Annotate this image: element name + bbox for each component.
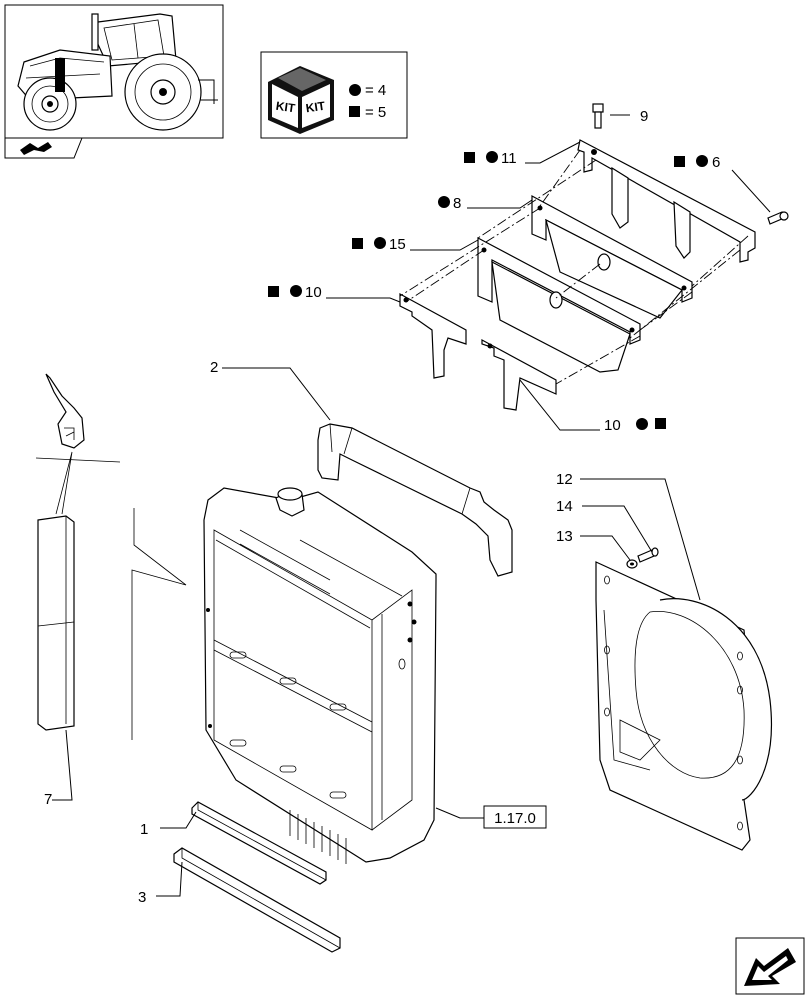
next-page-arrow-icon <box>744 948 796 986</box>
next-page-button[interactable] <box>735 937 805 995</box>
square-marker-icon <box>268 286 279 297</box>
callout-8: 8 <box>453 195 461 212</box>
callout-6: 6 <box>712 154 720 171</box>
callout-13: 13 <box>556 528 573 545</box>
square-marker-icon <box>655 418 666 429</box>
circle-marker-icon <box>374 237 386 249</box>
part-12-shroud <box>595 547 772 851</box>
part-2-seal <box>317 423 513 577</box>
part-3-bar <box>173 847 341 953</box>
callout-labels: 9 11 6 8 15 10 10 2 1 3 7 12 14 13 <box>44 108 720 906</box>
square-marker-icon <box>464 152 475 163</box>
callout-3: 3 <box>138 889 146 906</box>
part-1-bar <box>191 801 327 885</box>
square-kit-qty: = 5 <box>365 104 386 121</box>
bolt-14 <box>637 547 659 563</box>
square-marker-icon <box>352 238 363 249</box>
kit-box-icon: KIT KIT <box>268 66 334 134</box>
leader-lines <box>52 114 771 897</box>
callout-7: 7 <box>44 791 52 808</box>
callout-12: 12 <box>556 471 573 488</box>
circle-marker-icon <box>636 418 648 430</box>
tractor-icon <box>17 13 218 131</box>
callout-11: 11 <box>501 150 517 167</box>
circle-marker-icon <box>290 285 302 297</box>
part-7-strip <box>35 373 121 731</box>
callout-10-left: 10 <box>305 284 322 301</box>
circle-marker-icon <box>438 196 450 208</box>
washer-13 <box>626 559 638 569</box>
kit-word-1: KIT <box>275 99 297 116</box>
callout-1: 1 <box>140 821 148 838</box>
circle-marker-icon <box>349 84 361 96</box>
section-page-icon[interactable] <box>4 137 83 159</box>
callout-9: 9 <box>640 108 648 125</box>
callout-14: 14 <box>556 498 573 515</box>
kit-word-2: KIT <box>305 99 327 116</box>
square-marker-icon <box>674 156 685 167</box>
circle-kit-qty: = 4 <box>365 82 386 99</box>
radiator <box>131 487 437 864</box>
bracket-assembly <box>399 103 789 411</box>
reference-link[interactable]: 1.17.0 <box>483 805 547 829</box>
reference-label: 1.17.0 <box>494 810 536 827</box>
bolt-6 <box>767 211 789 225</box>
circle-marker-icon <box>696 155 708 167</box>
callout-15: 15 <box>389 236 406 253</box>
callout-10-right: 10 <box>604 417 621 434</box>
circle-marker-icon <box>486 151 498 163</box>
square-marker-icon <box>349 106 360 117</box>
bolt-9 <box>592 103 604 129</box>
callout-2: 2 <box>210 359 218 376</box>
tractor-thumbnail[interactable] <box>4 4 224 139</box>
kit-legend: KIT KIT = 4 = 5 <box>260 51 408 139</box>
